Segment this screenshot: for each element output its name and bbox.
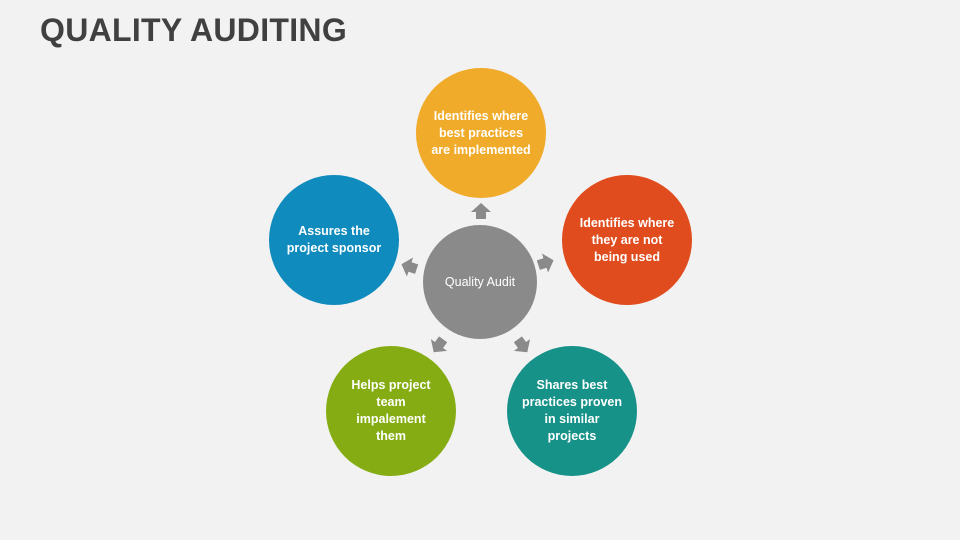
node-text-line: being used <box>594 249 660 264</box>
node-text-line: Identifies where <box>579 215 675 230</box>
slide-title: QUALITY AUDITING <box>40 12 348 48</box>
node-text-line: impalement <box>356 412 426 426</box>
node-text-line: project sponsor <box>286 241 382 255</box>
node-text-line: are implemented <box>431 142 531 157</box>
arrow-to-top-node <box>471 203 491 219</box>
node-text: Identifies where best practices are impl… <box>431 108 530 159</box>
node-circle-left: Assures the project sponsor <box>269 175 399 305</box>
node-text-line: Helps project <box>351 378 431 392</box>
arrow-to-bottom-left-node <box>430 336 448 353</box>
node-text-line: best practices <box>438 125 524 140</box>
node-circle-right: Identifies where they are not being used <box>562 175 692 305</box>
node-text-line: Identifies where <box>433 108 529 123</box>
node-text-line: Shares best <box>536 378 608 392</box>
hub-circle-quality-audit: Quality Audit <box>423 225 537 339</box>
node-text-line: projects <box>547 429 597 443</box>
arrow-to-right-node <box>536 253 554 273</box>
node-text-line: practices proven <box>521 395 623 409</box>
node-text-line: they are not <box>591 232 663 247</box>
node-circle-top: Identifies where best practices are impl… <box>416 68 546 198</box>
node-text-line: Assures the <box>298 224 370 238</box>
node-text: Helps project team impalement them <box>351 377 430 445</box>
node-text: Assures the project sponsor <box>287 223 381 257</box>
node-text: Shares best practices proven in similar … <box>522 377 622 445</box>
node-circle-bottom-right: Shares best practices proven in similar … <box>507 346 637 476</box>
node-text-line: them <box>376 429 406 443</box>
arrow-to-bottom-right-node <box>513 336 531 353</box>
hub-label: Quality Audit <box>444 274 516 289</box>
node-text: Identifies where they are not being used <box>580 215 674 266</box>
arrow-to-left-node <box>401 257 419 277</box>
node-circle-bottom-left: Helps project team impalement them <box>326 346 456 476</box>
node-text-line: team <box>376 395 406 409</box>
node-text-line: in similar <box>544 412 600 426</box>
